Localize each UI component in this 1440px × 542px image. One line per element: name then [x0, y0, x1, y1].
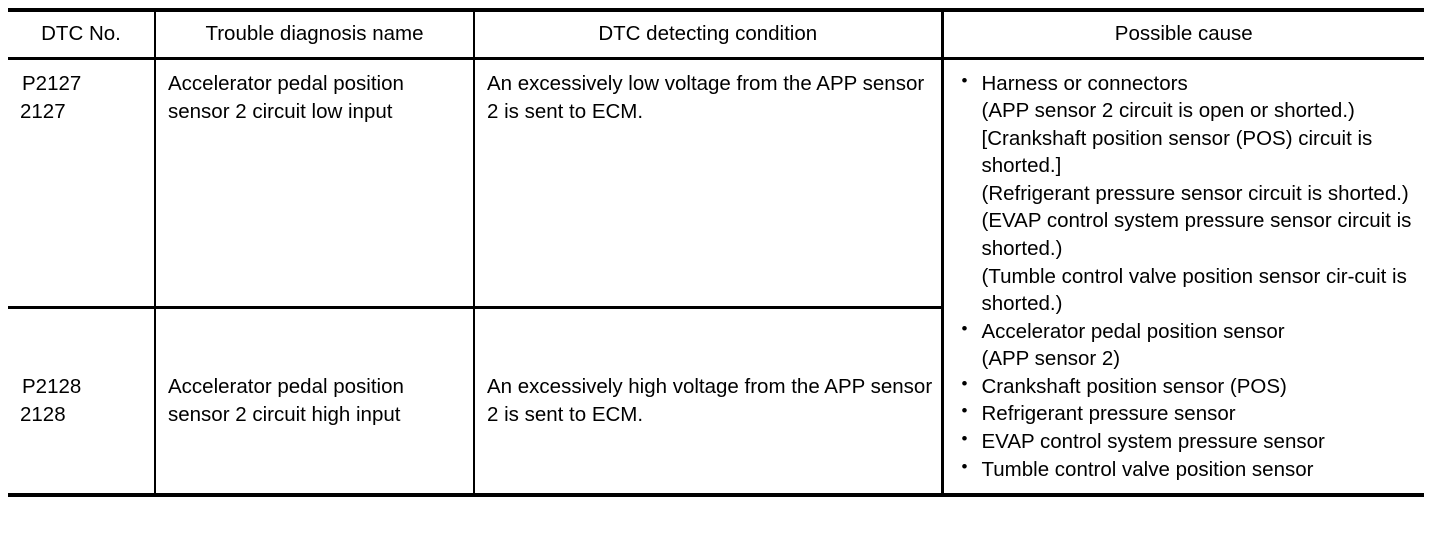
possible-cause-item: • Accelerator pedal position sensor (APP s… — [956, 318, 1417, 373]
possible-cause-item: • Harness or connectors (APP sensor 2 circ… — [956, 70, 1417, 318]
trouble-diagnosis-name-value: Accelerator pedal position sensor 2 circ… — [168, 71, 404, 123]
possible-cause-lead: Accelerator pedal position sensor — [981, 319, 1285, 343]
cell-possible-cause: • Harness or connectors (APP sensor 2 circ… — [940, 58, 1424, 498]
bullet-icon: • — [961, 401, 968, 421]
cell-trouble-diagnosis-name: Accelerator pedal position sensor 2 circ… — [154, 307, 474, 498]
possible-cause-item: • EVAP control system pressure sensor — [956, 428, 1417, 456]
possible-cause-lead: Crankshaft position sensor (POS) — [981, 374, 1287, 398]
column-header-dtc-detecting-condition: DTC detecting condition — [473, 7, 942, 60]
dtc-code-value: P2127 2127 — [20, 71, 82, 123]
table-row: P2128 2128 Accelerator pedal position se… — [8, 307, 1424, 498]
cell-dtc-no: P2127 2127 — [8, 58, 155, 309]
possible-cause-lead: EVAP control system pressure sensor — [981, 429, 1325, 453]
possible-cause-detail: [Crankshaft position sensor (POS) circui… — [981, 126, 1373, 178]
possible-cause-item: • Crankshaft position sensor (POS) — [956, 373, 1417, 401]
dtc-detecting-condition-value: An excessively low voltage from the APP … — [487, 71, 925, 123]
possible-cause-detail: (EVAP control system pressure sensor cir… — [981, 209, 1412, 260]
dtc-detecting-condition-value: An excessively high voltage from the APP… — [487, 374, 933, 426]
possible-cause-item: • Refrigerant pressure sensor — [956, 400, 1417, 428]
trouble-diagnosis-name-value: Accelerator pedal position sensor 2 circ… — [168, 374, 404, 426]
bullet-icon: • — [961, 428, 968, 448]
column-header-trouble-diagnosis-name: Trouble diagnosis name — [154, 7, 474, 60]
possible-cause-detail: (Tumble control valve position sensor ci… — [981, 264, 1407, 316]
cell-trouble-diagnosis-name: Accelerator pedal position sensor 2 circ… — [154, 58, 474, 309]
column-header-dtc-no: DTC No. — [8, 7, 155, 60]
possible-cause-detail: (APP sensor 2 circuit is open or shorted… — [981, 99, 1355, 123]
table-row: P2127 2127 Accelerator pedal position se… — [8, 58, 1424, 498]
possible-cause-lead: Tumble control valve position sensor — [981, 457, 1314, 481]
bullet-icon: • — [961, 373, 968, 393]
cell-dtc-detecting-condition: An excessively low voltage from the APP … — [473, 58, 942, 309]
column-header-possible-cause: Possible cause — [940, 7, 1424, 60]
bullet-icon: • — [961, 70, 968, 90]
table-header-row: DTC No. Trouble diagnosis name DTC detec… — [8, 7, 1424, 60]
possible-cause-list: • Harness or connectors (APP sensor 2 circ… — [956, 70, 1417, 483]
cell-dtc-no: P2128 2128 — [8, 307, 155, 498]
possible-cause-lead: Harness or connectors — [981, 71, 1188, 95]
dtc-code-value: P2128 2128 — [20, 374, 82, 426]
possible-cause-lead: Refrigerant pressure sensor — [981, 402, 1236, 426]
bullet-icon: • — [961, 456, 968, 476]
dtc-diagnosis-table: DTC No. Trouble diagnosis name DTC detec… — [8, 7, 1424, 498]
bullet-icon: • — [961, 318, 968, 338]
possible-cause-item: • Tumble control valve position sensor — [956, 456, 1417, 484]
cell-dtc-detecting-condition: An excessively high voltage from the APP… — [473, 307, 942, 498]
possible-cause-detail: (APP sensor 2) — [981, 347, 1121, 371]
possible-cause-detail: (Refrigerant pressure sensor circuit is … — [981, 181, 1409, 205]
